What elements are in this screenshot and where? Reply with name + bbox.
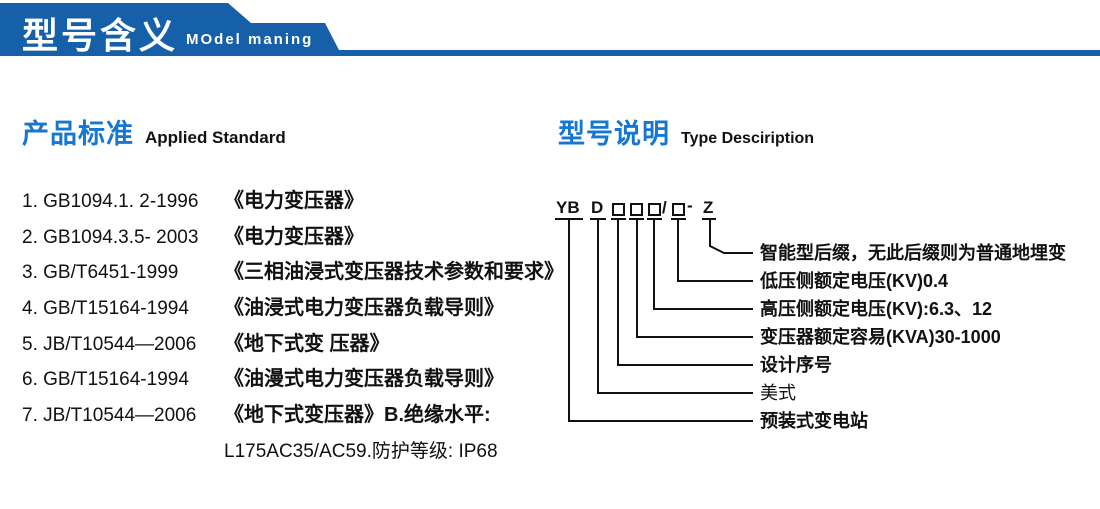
model-code-box xyxy=(612,203,625,216)
banner-shape xyxy=(0,3,1100,56)
standards-list: 1. GB1094.1. 2-1996 《电力变压器》 2. GB1094.3.… xyxy=(22,184,564,470)
model-code-segment: - xyxy=(687,196,693,215)
standard-code: 7. JB/T10544—2006 xyxy=(22,405,197,427)
standard-item: L175AC35/AC59.防护等级: IP68 xyxy=(22,434,552,470)
model-code-segment: D xyxy=(591,198,604,217)
standard-code: 3. GB/T6451-1999 xyxy=(22,262,179,284)
standard-code xyxy=(22,434,224,470)
standard-item: 4. GB/T15164-1994 《油浸式电力变压器负载导则》 xyxy=(22,291,552,327)
standard-code: 4. GB/T15164-1994 xyxy=(22,298,189,320)
diagram-label: 智能型后缀，无此后缀则为普通地埋变 xyxy=(760,243,1066,263)
standard-title: 《油浸式电力变压器负载导则》 xyxy=(224,297,504,320)
diagram-label: 设计序号 xyxy=(760,355,832,375)
page-subtitle: MOdel maning xyxy=(186,31,314,48)
standard-title: L175AC35/AC59.防护等级: IP68 xyxy=(224,440,498,462)
type-description-title-en: Type Desciription xyxy=(681,130,815,147)
model-code-box xyxy=(672,203,685,216)
model-code-box xyxy=(630,203,643,216)
applied-standard-header: 产品标准 Applied Standard xyxy=(22,112,286,151)
model-code-segment: YB xyxy=(556,198,580,217)
standard-item: 6. GB/T15164-1994 《油漫式电力变压器负载导则》 xyxy=(22,362,552,398)
standard-title: 《地下式变 压器》 xyxy=(224,332,390,355)
standard-item: 1. GB1094.1. 2-1996 《电力变压器》 xyxy=(22,184,552,220)
standard-item: 7. JB/T10544—2006 《地下式变压器》B.绝缘水平: xyxy=(22,398,552,434)
diagram-label: 高压侧额定电压(KV):6.3、12 xyxy=(760,299,993,319)
standard-title: 《地下式变压器》B.绝缘水平: xyxy=(224,404,491,427)
standard-title: 《油漫式电力变压器负载导则》 xyxy=(224,368,504,391)
diagram-label: 预装式变电站 xyxy=(760,411,868,431)
applied-standard-title-en: Applied Standard xyxy=(145,128,286,147)
standard-item: 5. JB/T10544—2006 《地下式变 压器》 xyxy=(22,327,552,363)
type-description-header: 型号说明 Type Desciription xyxy=(558,112,814,151)
standard-code: 1. GB1094.1. 2-1996 xyxy=(22,191,199,212)
standard-title: 《电力变压器》 xyxy=(224,190,364,212)
diagram-label: 美式 xyxy=(760,383,796,403)
diagram-label: 变压器额定容易(KVA)30-1000 xyxy=(760,327,1001,347)
standard-code: 6. GB/T15164-1994 xyxy=(22,369,189,391)
standard-code: 2. GB1094.3.5- 2003 xyxy=(22,226,199,248)
standard-item: 3. GB/T6451-1999 《三相油浸式变压器技术参数和要求》 xyxy=(22,255,564,291)
page-title: 型号含义 xyxy=(22,15,179,56)
model-code-segment: / xyxy=(662,198,667,217)
type-description-title-cn: 型号说明 xyxy=(558,119,670,149)
standard-code: 5. JB/T10544—2006 xyxy=(22,333,197,355)
diagram-label: 低压侧额定电压(KV)0.4 xyxy=(760,271,949,291)
applied-standard-title-cn: 产品标准 xyxy=(22,119,134,149)
model-code-box xyxy=(648,203,661,216)
standard-title: 《三相油浸式变压器技术参数和要求》 xyxy=(224,261,564,284)
model-code-segment: Z xyxy=(703,198,714,217)
standard-title: 《电力变压器》 xyxy=(224,225,364,248)
standard-item: 2. GB1094.3.5- 2003 《电力变压器》 xyxy=(22,220,552,256)
